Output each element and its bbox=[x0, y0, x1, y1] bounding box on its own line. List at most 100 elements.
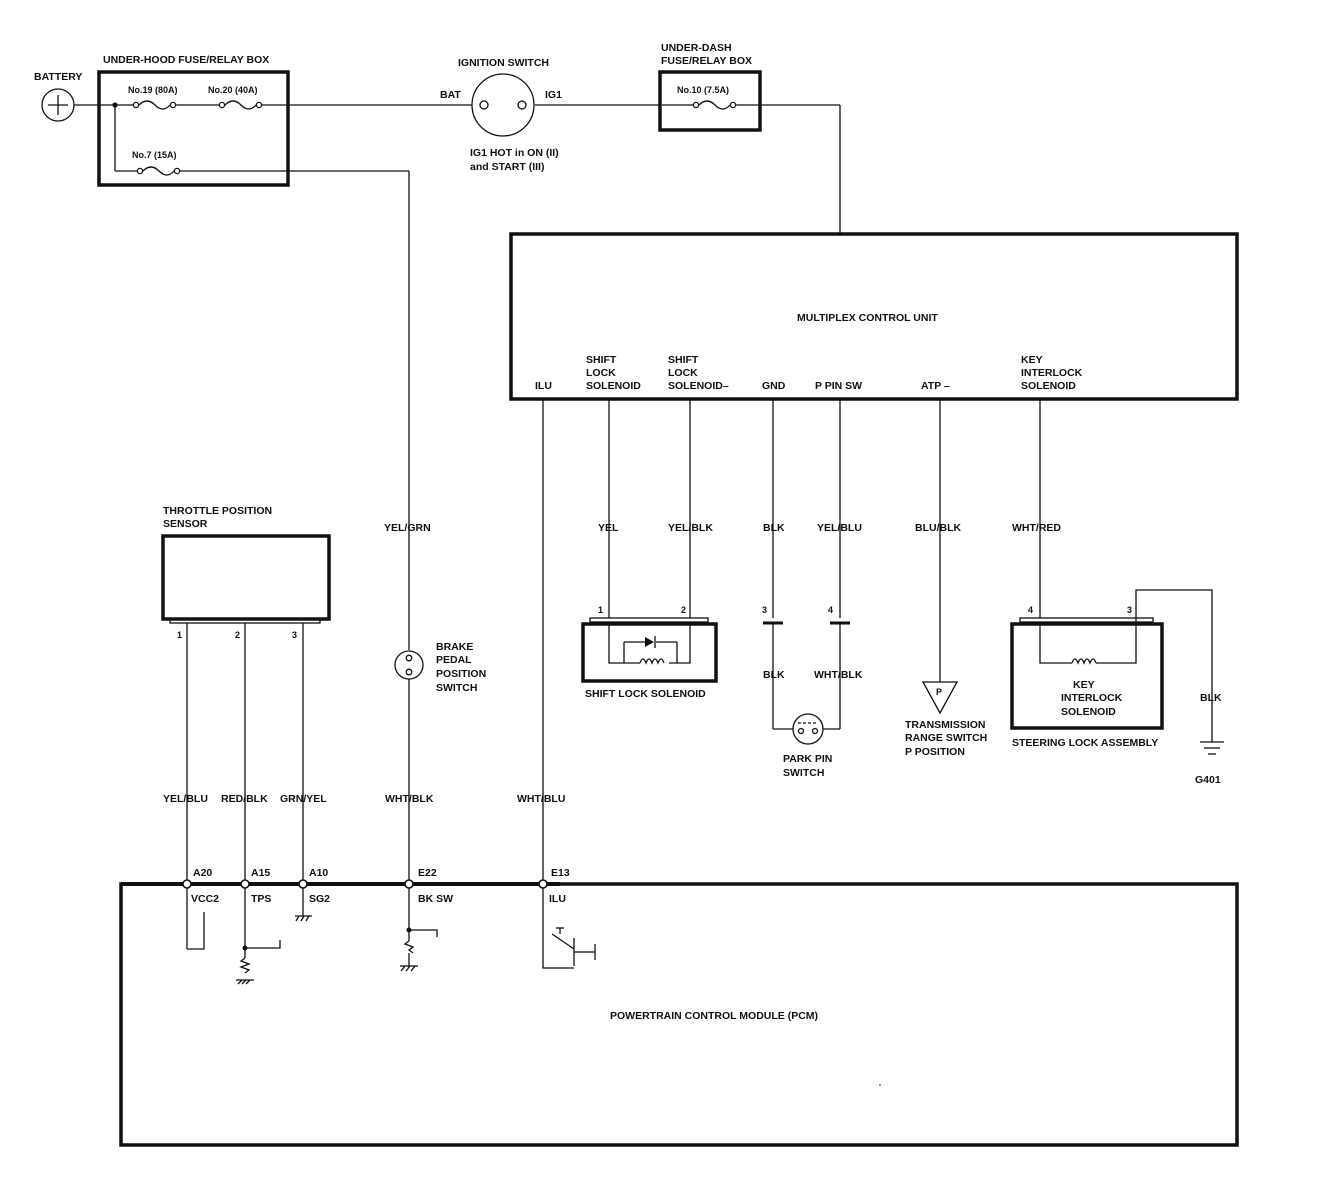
wire-label-yel-blu: YEL/BLU bbox=[163, 793, 208, 805]
ignition-note-1: IG1 HOT in ON (II) bbox=[470, 147, 559, 159]
wire-label-grn-yel: GRN/YEL bbox=[280, 793, 327, 805]
ignition-note-2: and START (III) bbox=[470, 161, 544, 173]
tps-pin-3: 3 bbox=[292, 630, 297, 640]
shift-lock-solenoid: 1 2 SHIFT LOCK SOLENOID bbox=[581, 605, 718, 700]
wire-label-blk-2: BLK bbox=[763, 669, 785, 681]
mcu-ilu-label: ILU bbox=[535, 380, 552, 392]
mcu-shift-lock-minus-1: SHIFT bbox=[668, 354, 699, 366]
steering-pin-4: 4 bbox=[1028, 605, 1033, 615]
brake-label-2: PEDAL bbox=[436, 654, 472, 666]
ppin-pin-4: 4 bbox=[828, 605, 833, 615]
wire-label-wht-blu: WHT/BLU bbox=[517, 793, 565, 805]
mcu-shift-lock-plus-3: SOLENOID bbox=[586, 380, 641, 392]
speck bbox=[879, 1084, 881, 1086]
mcu-title: MULTIPLEX CONTROL UNIT bbox=[797, 312, 938, 324]
wire-label-blu-blk: BLU/BLK bbox=[915, 522, 961, 534]
ppin-label-1: PARK PIN bbox=[783, 753, 832, 765]
mcu-key-2: INTERLOCK bbox=[1021, 367, 1083, 379]
mcu-key-1: KEY bbox=[1021, 354, 1043, 366]
under-dash-fuse-box: UNDER-DASH FUSE/RELAY BOX No.10 (7.5A) bbox=[658, 42, 841, 234]
ignition-ig1-label: IG1 bbox=[545, 89, 562, 101]
under-dash-title-2: FUSE/RELAY BOX bbox=[661, 55, 752, 67]
ignition-bat-label: BAT bbox=[440, 89, 461, 101]
pcm-pin-a20: A20 bbox=[193, 867, 212, 879]
fuse-19 bbox=[132, 100, 177, 110]
brake-label-3: POSITION bbox=[436, 668, 486, 680]
mcu-key-3: SOLENOID bbox=[1021, 380, 1076, 392]
wire-label-blk-ground: BLK bbox=[1200, 692, 1222, 704]
pcm-pin-a10: A10 bbox=[309, 867, 328, 879]
pcm-bksw: BK SW bbox=[418, 893, 453, 905]
mcu-shift-lock-minus-2: LOCK bbox=[668, 367, 698, 379]
fuse-7 bbox=[136, 166, 181, 176]
wire-label-yel-blk: YEL/BLK bbox=[668, 522, 713, 534]
ignition-switch: IGNITION SWITCH BAT IG1 IG1 HOT in ON (I… bbox=[440, 57, 562, 173]
tps-pin-2: 2 bbox=[235, 630, 240, 640]
steering-pin-3: 3 bbox=[1127, 605, 1132, 615]
fuse-20-label: No.20 (40A) bbox=[208, 85, 258, 95]
ground-g401: G401 bbox=[1195, 735, 1224, 786]
steering-label: STEERING LOCK ASSEMBLY bbox=[1012, 737, 1158, 749]
under-hood-fuse-box: UNDER-HOOD FUSE/RELAY BOX No.19 (80A) No… bbox=[97, 54, 290, 187]
mcu-shift-lock-plus-1: SHIFT bbox=[586, 354, 617, 366]
trs-symbol: P bbox=[936, 687, 942, 697]
pcm-sg2: SG2 bbox=[309, 893, 330, 905]
powertrain-control-module: POWERTRAIN CONTROL MODULE (PCM) A20 A15 … bbox=[119, 867, 1239, 1147]
battery: BATTERY bbox=[34, 71, 82, 122]
under-dash-title-1: UNDER-DASH bbox=[661, 42, 732, 54]
shift-lock-pin-2: 2 bbox=[681, 605, 686, 615]
wire-label-red-blk: RED/BLK bbox=[221, 793, 268, 805]
steering-lock-assembly: 4 3 KEY INTERLOCK SOLENOID STEERING LOCK… bbox=[1010, 589, 1222, 749]
steering-key-2: INTERLOCK bbox=[1061, 692, 1123, 704]
wire-label-yel: YEL bbox=[598, 522, 619, 534]
under-hood-title: UNDER-HOOD FUSE/RELAY BOX bbox=[103, 54, 269, 66]
ignition-title: IGNITION SWITCH bbox=[458, 57, 549, 69]
mcu-gnd-label: GND bbox=[762, 380, 786, 392]
pcm-vcc2: VCC2 bbox=[191, 893, 219, 905]
fuse-7-label: No.7 (15A) bbox=[132, 150, 177, 160]
brake-label-1: BRAKE bbox=[436, 641, 473, 653]
pcm-pin-e22: E22 bbox=[418, 867, 437, 879]
wire-label-wht-blk-pp: WHT/BLK bbox=[814, 669, 863, 681]
mcu-shift-lock-minus-3: SOLENOID– bbox=[668, 380, 729, 392]
tps-pin-1: 1 bbox=[177, 630, 182, 640]
tps-title-1: THROTTLE POSITION bbox=[163, 505, 272, 517]
wire-label-wht-blk: WHT/BLK bbox=[385, 793, 434, 805]
shift-lock-pin-1: 1 bbox=[598, 605, 603, 615]
fuse-10-label: No.10 (7.5A) bbox=[677, 85, 729, 95]
wire-label-yel-blu-top: YEL/BLU bbox=[817, 522, 862, 534]
fuse-19-label: No.19 (80A) bbox=[128, 85, 178, 95]
trs-label-1: TRANSMISSION bbox=[905, 719, 986, 731]
ppin-pin-3: 3 bbox=[762, 605, 767, 615]
ppin-label-2: SWITCH bbox=[783, 767, 824, 779]
pcm-pin-e13: E13 bbox=[551, 867, 570, 879]
brake-label-4: SWITCH bbox=[436, 682, 477, 694]
mcu-shift-lock-plus-2: LOCK bbox=[586, 367, 616, 379]
multiplex-control-unit: MULTIPLEX CONTROL UNIT ILU SHIFT LOCK SO… bbox=[509, 232, 1239, 401]
trs-label-3: P POSITION bbox=[905, 746, 965, 758]
mcu-atp-label: ATP – bbox=[921, 380, 950, 392]
pcm-pin-a15: A15 bbox=[251, 867, 270, 879]
mcu-ppin-label: P PIN SW bbox=[815, 380, 862, 392]
fuse-10 bbox=[692, 100, 737, 110]
trs-label-2: RANGE SWITCH bbox=[905, 732, 987, 744]
wire-label-blk: BLK bbox=[763, 522, 785, 534]
throttle-position-sensor: THROTTLE POSITION SENSOR 1 2 3 bbox=[161, 505, 331, 884]
battery-label: BATTERY bbox=[34, 71, 82, 83]
fuse-20 bbox=[218, 100, 263, 110]
tps-title-2: SENSOR bbox=[163, 518, 208, 530]
wire-label-wht-red: WHT/RED bbox=[1012, 522, 1061, 534]
park-pin-switch: 3 4 BLK WHT/BLK PARK PIN SWITCH bbox=[762, 605, 863, 779]
shift-lock-label: SHIFT LOCK SOLENOID bbox=[585, 688, 706, 700]
wire-label-yel-grn: YEL/GRN bbox=[384, 522, 431, 534]
pcm-ilu: ILU bbox=[549, 893, 566, 905]
power-wires bbox=[74, 104, 472, 650]
ground-label: G401 bbox=[1195, 774, 1221, 786]
steering-key-1: KEY bbox=[1073, 679, 1095, 691]
mcu-wires bbox=[542, 399, 1041, 884]
pcm-tps: TPS bbox=[251, 893, 271, 905]
transmission-range-switch: P TRANSMISSION RANGE SWITCH P POSITION bbox=[905, 681, 987, 758]
steering-key-3: SOLENOID bbox=[1061, 706, 1116, 718]
brake-pedal-position-switch: BRAKE PEDAL POSITION SWITCH bbox=[394, 641, 486, 884]
